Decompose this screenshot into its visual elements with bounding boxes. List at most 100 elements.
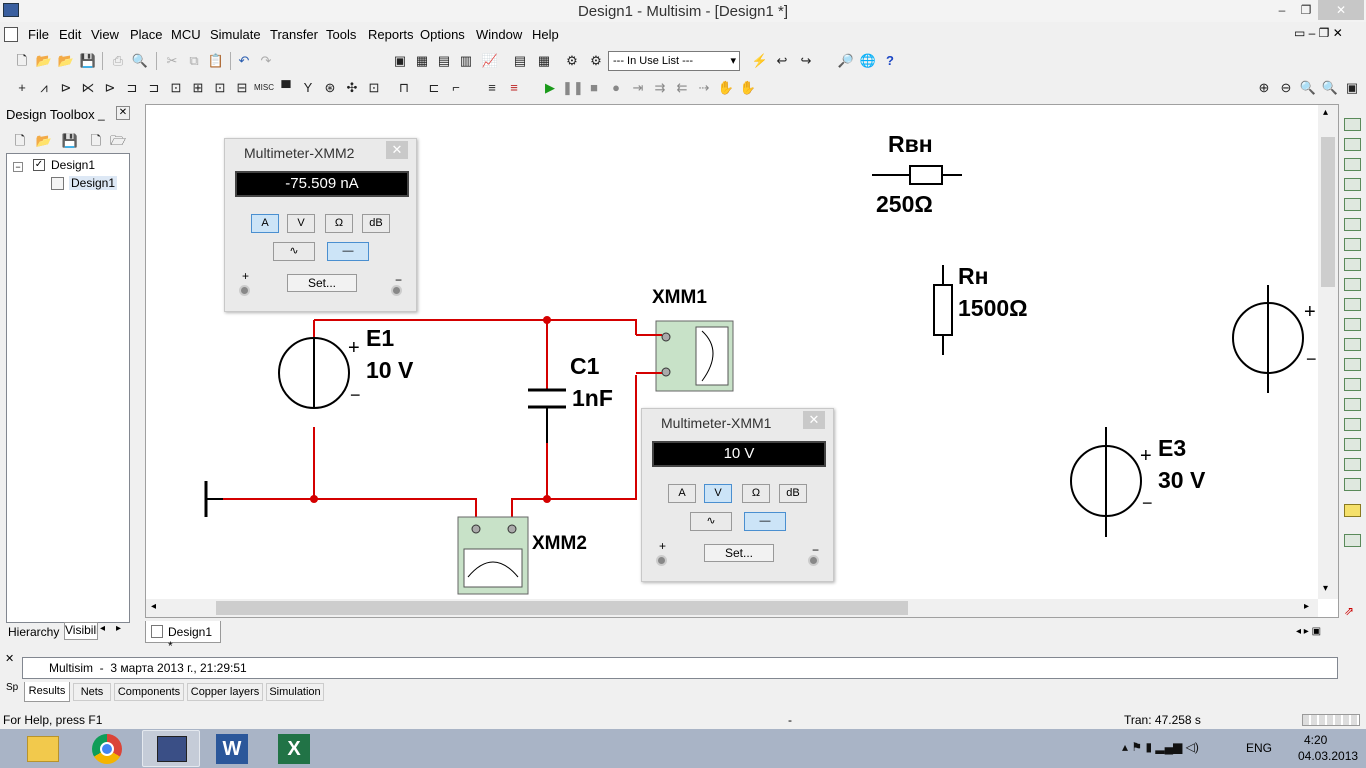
scroll-up-icon[interactable]: ▴: [1323, 107, 1329, 118]
rvn-name[interactable]: Rвн: [888, 131, 933, 157]
xmm2-title[interactable]: Multimeter-XMM2: [244, 145, 355, 161]
wattmeter-icon[interactable]: [1344, 158, 1361, 171]
basic-icon[interactable]: ⩘: [40, 80, 48, 95]
word-task[interactable]: W: [204, 730, 262, 767]
step-out-icon[interactable]: ⇇: [676, 80, 688, 95]
e1-value[interactable]: 10 V: [366, 357, 414, 383]
clock-time[interactable]: 4:20: [1304, 733, 1328, 747]
xmm2-mode-volts[interactable]: V: [287, 214, 315, 233]
multimeter-xmm1-window[interactable]: Multimeter-XMM1 ✕ 10 V A V Ω dB ∿ — + − …: [641, 408, 834, 582]
iv-analyzer-icon[interactable]: [1344, 318, 1361, 331]
schematic-canvas[interactable]: [146, 105, 1339, 618]
zoom-in-icon[interactable]: ⊕: [1258, 80, 1270, 95]
menu-place[interactable]: Place: [130, 27, 163, 42]
tab-design1[interactable]: Design1 *: [145, 621, 221, 653]
paste-icon[interactable]: 📋: [207, 53, 225, 68]
tab-simulation[interactable]: Simulation: [266, 683, 324, 701]
component-wizard-icon[interactable]: ⚙: [566, 53, 578, 68]
menu-tools[interactable]: Tools: [326, 27, 357, 42]
table-icon[interactable]: ≡: [510, 80, 518, 95]
xmm1-mode-amps[interactable]: A: [668, 484, 696, 503]
in-use-icon[interactable]: ⚙: [590, 53, 602, 68]
clock-date[interactable]: 04.03.2013: [1298, 749, 1359, 763]
rf-icon[interactable]: Y: [303, 80, 313, 95]
minimize-button[interactable]: ‒: [1278, 3, 1286, 17]
copy-icon[interactable]: ⧉: [189, 53, 199, 68]
xmm1-terminal-right-icon[interactable]: [808, 555, 819, 566]
new-hierarchy-icon[interactable]: 🗋: [14, 133, 26, 148]
measurement-probe-icon[interactable]: [1344, 478, 1361, 491]
cut-icon[interactable]: ✂: [166, 53, 178, 68]
in-use-list-select[interactable]: --- In Use List --- ▾: [608, 51, 740, 71]
xmm2-mode-ohms[interactable]: Ω: [325, 214, 353, 233]
language-indicator[interactable]: ENG: [1246, 741, 1273, 755]
xmm2-ac-button[interactable]: ∿: [273, 242, 315, 261]
frequency-counter-icon[interactable]: [1344, 238, 1361, 251]
c1-name[interactable]: C1: [570, 353, 600, 379]
print-icon[interactable]: ⎙: [112, 53, 124, 68]
word-generator-icon[interactable]: [1344, 258, 1361, 271]
multisim-task[interactable]: [142, 730, 200, 767]
peripheral-icon[interactable]: ▀: [281, 80, 291, 95]
close-button[interactable]: ✕: [1318, 0, 1364, 20]
ni-elvis-icon[interactable]: [1344, 534, 1361, 547]
forward-annotate-icon[interactable]: ↪: [800, 53, 812, 68]
xmm1-label[interactable]: XMM1: [652, 287, 707, 308]
grapher-icon[interactable]: 📈: [481, 53, 499, 68]
xmm1-close-button[interactable]: ✕: [803, 411, 825, 429]
mixed-icon[interactable]: ⊞: [192, 80, 204, 95]
multimeter-instrument-icon[interactable]: [1344, 118, 1361, 131]
agilent-multimeter-icon[interactable]: [1344, 418, 1361, 431]
tray-icons[interactable]: ▴ ⚑ ▮ ▂▄▆ ◁): [1122, 740, 1199, 754]
stop-icon[interactable]: ■: [590, 80, 598, 95]
menu-edit[interactable]: Edit: [59, 27, 82, 42]
xmm2-mode-amps[interactable]: A: [251, 214, 279, 233]
rvn-value[interactable]: 250Ω: [876, 191, 933, 217]
mdi-controls[interactable]: ▭ ‒ ❐ ✕: [1294, 26, 1343, 40]
tab-hierarchy[interactable]: Hierarchy: [8, 625, 60, 639]
cmos-icon[interactable]: ⊐: [148, 80, 160, 95]
probe-remove-icon[interactable]: ✋: [739, 80, 757, 95]
menu-file[interactable]: File: [28, 27, 49, 42]
open-icon[interactable]: 📂: [35, 53, 53, 68]
oscilloscope-icon[interactable]: [1344, 178, 1361, 191]
bus-icon[interactable]: ⊏: [428, 80, 440, 95]
open-hierarchy-icon[interactable]: 📂: [35, 133, 53, 148]
full-screen-icon[interactable]: ▣: [1345, 80, 1359, 95]
rn-name[interactable]: Rн: [958, 263, 989, 289]
postprocessor-icon[interactable]: ▤: [513, 53, 527, 68]
menu-reports[interactable]: Reports: [368, 27, 414, 42]
tab-scroll-left-icon[interactable]: ◂: [100, 623, 106, 634]
xmm2-terminal-right-icon[interactable]: [391, 285, 402, 296]
database-icon[interactable]: ▦: [537, 53, 551, 68]
xmm1-mode-volts[interactable]: V: [704, 484, 732, 503]
distortion-analyzer-icon[interactable]: [1344, 338, 1361, 351]
e3-value[interactable]: 30 V: [1158, 467, 1206, 493]
rn-value[interactable]: 1500Ω: [958, 295, 1028, 321]
save-icon[interactable]: 💾: [79, 53, 97, 68]
scroll-right-icon[interactable]: ▸: [1304, 601, 1310, 612]
xmm1-ac-button[interactable]: ∿: [690, 512, 732, 531]
mcu-icon[interactable]: ⊡: [368, 80, 380, 95]
ttl-icon[interactable]: ⊐: [126, 80, 138, 95]
agilent-oscilloscope-icon[interactable]: [1344, 438, 1361, 451]
toggle-full-screen-icon[interactable]: ▣: [393, 53, 407, 68]
menu-mcu[interactable]: MCU: [171, 27, 201, 42]
tree-child[interactable]: Design1: [69, 176, 118, 190]
toolbox-menu-icon[interactable]: _: [98, 107, 105, 121]
xmm2-close-button[interactable]: ✕: [386, 141, 408, 159]
menu-simulate[interactable]: Simulate: [210, 27, 261, 42]
four-channel-oscilloscope-icon[interactable]: [1344, 198, 1361, 211]
redo-icon[interactable]: ↷: [260, 53, 272, 68]
transistor-icon[interactable]: ⋉: [81, 80, 95, 95]
tektronix-oscilloscope-icon[interactable]: [1344, 458, 1361, 471]
chrome-task[interactable]: [78, 730, 136, 767]
xmm2-set-button[interactable]: Set...: [287, 274, 357, 292]
web-icon[interactable]: 🌐: [859, 53, 877, 68]
print-preview-icon[interactable]: 🔍: [131, 53, 149, 68]
rename-hierarchy-icon[interactable]: 🗁: [109, 133, 127, 148]
grid-icon[interactable]: ▦: [415, 53, 429, 68]
app-icon[interactable]: [3, 3, 19, 17]
expand-icon[interactable]: −: [13, 162, 23, 172]
tab-nets[interactable]: Nets: [73, 683, 111, 701]
